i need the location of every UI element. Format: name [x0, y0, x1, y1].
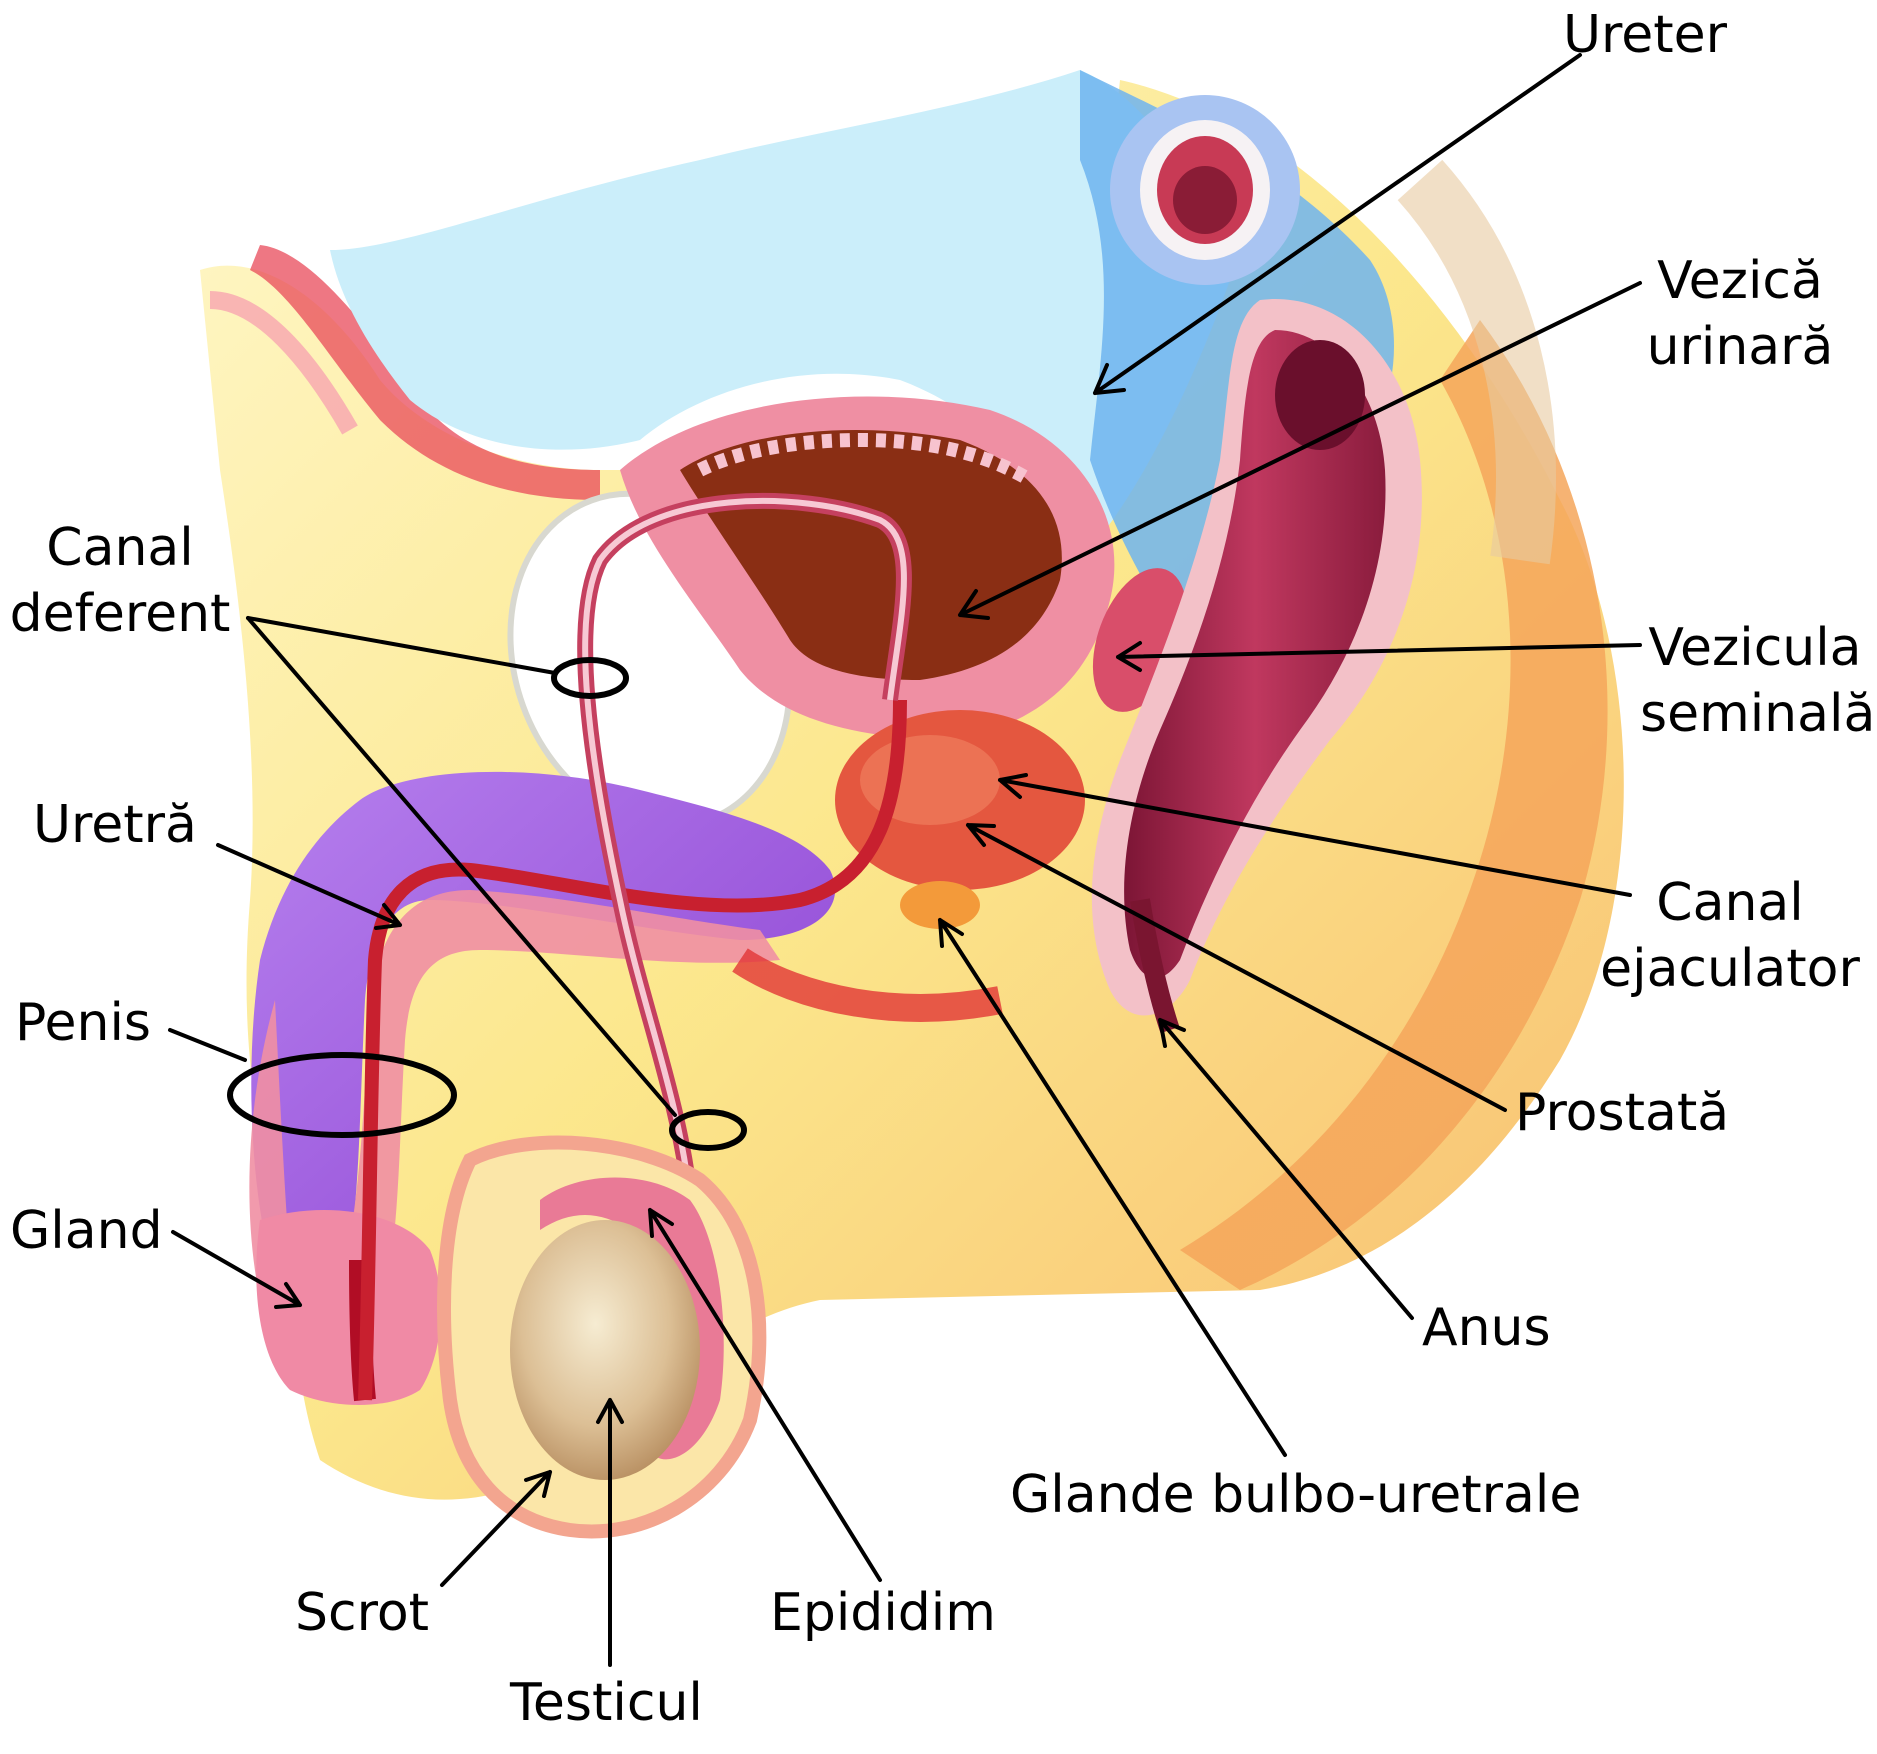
leader-urethra	[216, 843, 402, 930]
label-bladder-line1: Vezică	[1657, 251, 1823, 311]
label-ejaculatory-duct: Canal ejaculator	[1590, 870, 1870, 1002]
label-bladder: Vezică urinară	[1630, 248, 1850, 380]
penis-ring	[227, 1052, 457, 1138]
label-penis: Penis	[15, 993, 151, 1053]
label-anus: Anus	[1422, 1298, 1551, 1358]
leader-bladder	[958, 281, 1642, 620]
label-ejaculatory-line1: Canal	[1656, 873, 1804, 933]
leader-seminal	[1116, 641, 1642, 672]
leader-epididymis	[648, 1208, 882, 1582]
spine-outline	[1397, 159, 1556, 565]
back-tissue	[1180, 320, 1608, 1290]
label-urethra: Uretră	[33, 795, 197, 855]
rectum-lumen	[1275, 340, 1365, 450]
leader-deferent-upper	[246, 616, 557, 675]
bladder-rugae	[696, 432, 1034, 487]
label-seminal-line2: seminală	[1640, 684, 1876, 744]
deferent-ring-lower	[669, 1109, 747, 1151]
label-ejaculatory-line2: ejaculator	[1600, 939, 1860, 999]
leader-prostate	[966, 823, 1507, 1112]
label-bulbourethral: Glande bulbo-uretrale	[1010, 1465, 1582, 1525]
label-prostate: Prostată	[1515, 1083, 1730, 1143]
corpus-spongiosum	[732, 948, 1003, 1022]
label-seminal-vesicle: Vezicula seminală	[1640, 615, 1876, 747]
leader-bulbo	[938, 918, 1287, 1457]
label-testicle: Testicul	[510, 1673, 703, 1733]
leader-testicle	[596, 1398, 624, 1667]
label-vas-deferens: Canal deferent	[0, 515, 240, 647]
label-bladder-line2: urinară	[1646, 317, 1834, 377]
ureter-lumen-dark	[1173, 166, 1237, 234]
leader-deferent-lower	[246, 616, 677, 1117]
leader-lines	[168, 53, 1642, 1667]
label-deferent-line1: Canal	[46, 518, 194, 578]
leader-anus	[1158, 1018, 1414, 1320]
label-epididymis: Epididim	[770, 1583, 996, 1643]
bulbourethral-gland	[900, 881, 980, 929]
label-glans: Gland	[10, 1201, 163, 1261]
abdominal-wall	[250, 245, 600, 500]
urethra-tube	[358, 699, 907, 1401]
leader-ejaculatory	[998, 773, 1632, 897]
label-scrotum: Scrot	[295, 1583, 430, 1643]
leader-penis	[168, 1028, 247, 1062]
label-ureter: Ureter	[1562, 5, 1728, 65]
leader-scrotum	[440, 1470, 552, 1587]
deferent-ring-upper	[551, 657, 629, 699]
abdominal-wall-stripe	[209, 291, 358, 435]
testicle-shape	[510, 1220, 700, 1480]
glans-shape	[256, 1210, 441, 1405]
label-seminal-line1: Vezicula	[1648, 618, 1862, 678]
leader-ureter	[1093, 53, 1582, 395]
label-deferent-line2: deferent	[9, 584, 231, 644]
leader-glans	[171, 1230, 302, 1309]
